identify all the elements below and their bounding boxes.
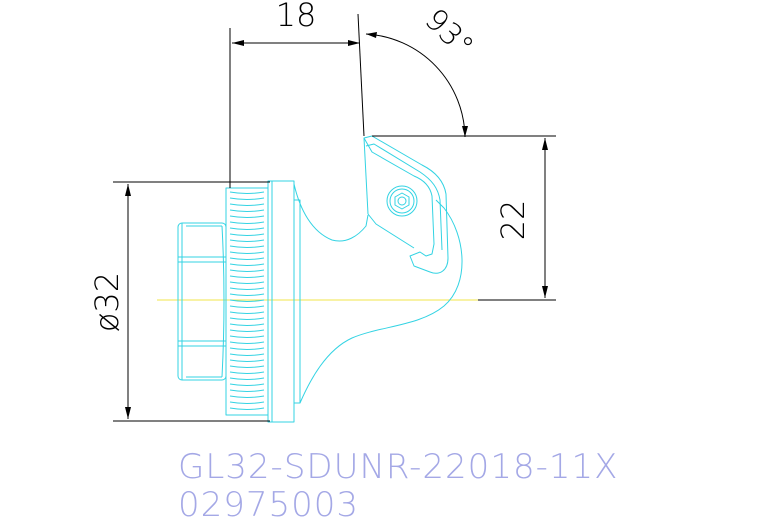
thread-line	[229, 317, 265, 320]
angle-dimension-label: 93°	[418, 2, 480, 64]
thread-line	[229, 281, 265, 284]
closure-cap	[177, 222, 227, 381]
thread-line	[229, 227, 265, 230]
thread-line	[229, 323, 265, 326]
thread-line	[229, 263, 265, 266]
height-dimension-label: 22	[494, 200, 532, 241]
thread-line	[229, 377, 265, 380]
thread-line	[229, 341, 265, 344]
thread-line	[229, 245, 265, 248]
thread-line	[229, 275, 265, 278]
hex-socket-screw	[386, 185, 418, 217]
thread-line	[229, 389, 265, 392]
thread-line	[229, 311, 265, 314]
thread-line	[229, 395, 265, 398]
thread-line	[229, 251, 265, 254]
thread-line	[229, 221, 265, 224]
thread-line	[229, 191, 265, 194]
thread-line	[229, 287, 265, 290]
flap-lever	[363, 135, 449, 274]
thread-line	[229, 299, 265, 302]
thread-line	[229, 365, 265, 368]
thread-line	[229, 203, 265, 206]
thread-section	[225, 187, 269, 416]
thread-line	[229, 305, 265, 308]
thread-line	[229, 407, 265, 410]
thread-lines	[229, 191, 265, 410]
flange-body	[267, 180, 301, 423]
thread-line	[229, 371, 265, 374]
width-dimension-label: 18	[276, 0, 317, 34]
thread-line	[229, 335, 265, 338]
valve-body-curve	[293, 183, 369, 242]
dimension-lines	[113, 13, 556, 422]
thread-line	[229, 215, 265, 218]
thread-line	[229, 383, 265, 386]
thread-line	[229, 239, 265, 242]
part-number: GL32-SDUNR-22018-11X	[178, 447, 618, 487]
thread-line	[229, 353, 265, 356]
thread-line	[229, 209, 265, 212]
article-number: 02975003	[178, 485, 359, 523]
thread-line	[229, 197, 265, 200]
part-outline	[177, 135, 463, 423]
thread-line	[229, 347, 265, 350]
thread-line	[229, 359, 265, 362]
thread-line	[229, 401, 265, 404]
thread-line	[229, 257, 265, 260]
diameter-dimension-label: ø32	[88, 272, 126, 332]
thread-line	[229, 293, 265, 296]
thread-line	[229, 269, 265, 272]
thread-line	[229, 329, 265, 332]
valve-body-lower-curve	[299, 199, 463, 404]
thread-line	[229, 233, 265, 236]
